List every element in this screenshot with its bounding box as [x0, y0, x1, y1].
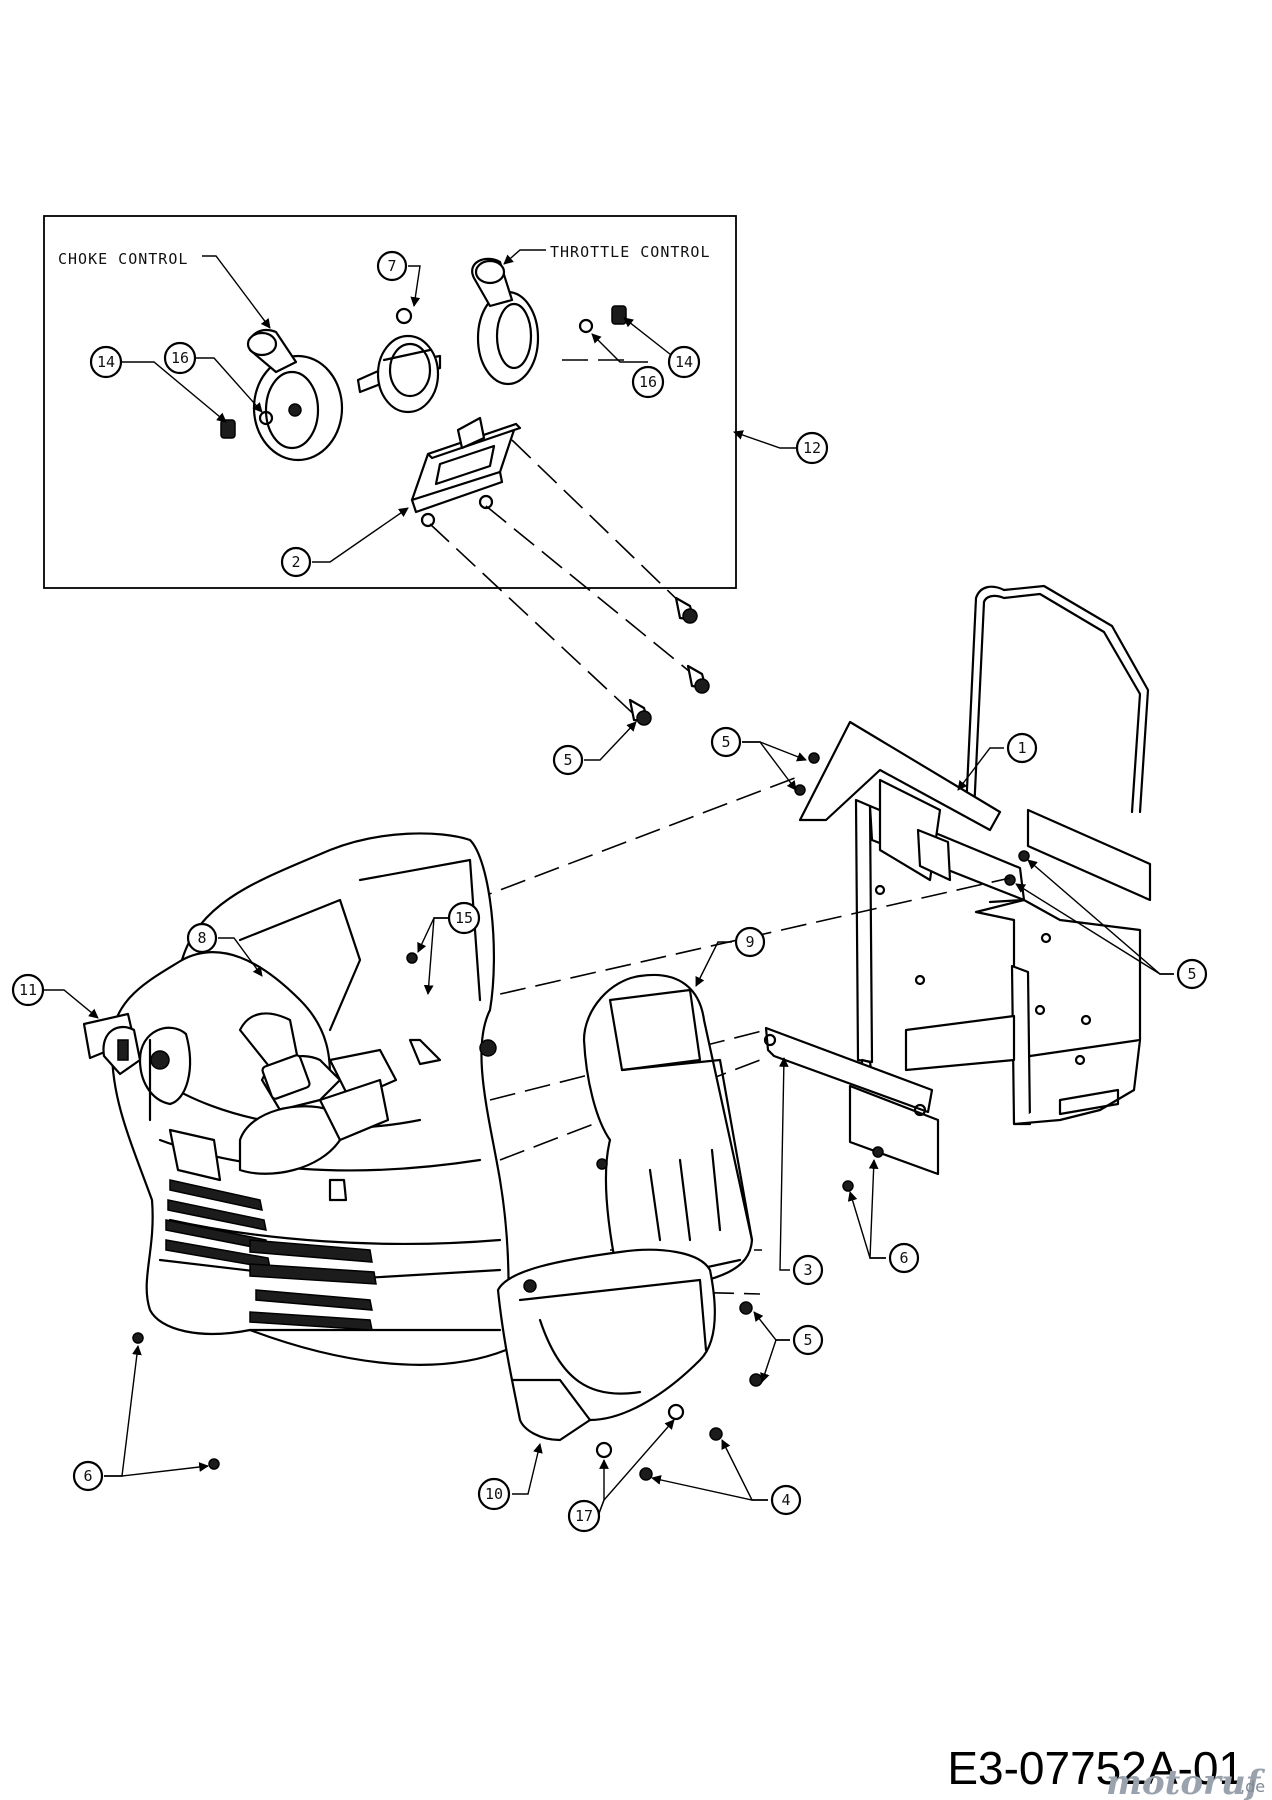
callout-15: 15: [447, 901, 481, 935]
plate-screw-1: [872, 1146, 884, 1158]
svg-text:14: 14: [97, 353, 115, 371]
callout-4: 4: [770, 1484, 802, 1516]
svg-text:17: 17: [575, 1507, 593, 1525]
callout-6-panel: 6: [72, 1460, 104, 1492]
callout-2: 2: [280, 546, 312, 578]
svg-text:6: 6: [899, 1249, 908, 1267]
clip-7: [395, 307, 413, 325]
air-duct-lower: [496, 1248, 716, 1442]
dash-panel: [110, 832, 510, 1366]
callout-8: 8: [186, 922, 218, 954]
screw-4-b: [639, 1467, 653, 1481]
callout-14-left: 14: [89, 345, 123, 379]
svg-text:16: 16: [171, 349, 189, 367]
plate-screw-2: [842, 1180, 854, 1192]
washer-17-a: [667, 1403, 685, 1421]
choke-control-lever: [246, 328, 344, 462]
callout-11: 11: [11, 973, 45, 1007]
svg-text:9: 9: [745, 933, 754, 951]
svg-text:7: 7: [387, 257, 396, 275]
svg-text:5: 5: [803, 1331, 812, 1349]
callout-10: 10: [477, 1477, 511, 1511]
callout-5-top: 5: [552, 744, 584, 776]
callout-17: 17: [567, 1499, 601, 1533]
screw-15: [406, 952, 418, 964]
callout-1: 1: [1006, 732, 1038, 764]
washer-17-b: [595, 1441, 613, 1459]
spring-left: [220, 419, 236, 439]
bolt-upper: [674, 596, 698, 624]
control-assembly-box: [43, 215, 737, 589]
screw-6-b: [208, 1458, 220, 1470]
svg-text:5: 5: [563, 751, 572, 769]
watermark-brand: motoruf: [1106, 1763, 1266, 1800]
svg-text:4: 4: [781, 1491, 790, 1509]
svg-text:15: 15: [455, 909, 473, 927]
callout-9: 9: [734, 926, 766, 958]
svg-text:11: 11: [19, 981, 37, 999]
callout-3: 3: [792, 1254, 824, 1286]
svg-text:5: 5: [721, 733, 730, 751]
watermark-tld: .de: [1240, 1777, 1265, 1796]
throttle-control-lever: [471, 257, 540, 386]
control-bracket: [410, 416, 522, 528]
washer-left: [258, 410, 274, 426]
reference-number: E3-07752A-01: [947, 1742, 1244, 1794]
spring-right: [611, 305, 627, 325]
frame-bolt-2: [794, 784, 806, 796]
throttle-control-label: THROTTLE CONTROL: [550, 243, 711, 261]
washer-right: [578, 318, 594, 334]
svg-text:10: 10: [485, 1485, 503, 1503]
callout-16-right: 16: [631, 365, 665, 399]
screw-6-a: [132, 1332, 144, 1344]
frame-bolt-3: [1018, 850, 1030, 862]
callout-5-frame-left: 5: [710, 726, 742, 758]
screw-5-a: [739, 1301, 753, 1315]
callout-7: 7: [376, 250, 408, 282]
callout-6-plate: 6: [888, 1242, 920, 1274]
svg-text:3: 3: [803, 1261, 812, 1279]
callout-16-left: 16: [163, 341, 197, 375]
lower-plate: [763, 1026, 940, 1176]
svg-text:12: 12: [803, 439, 821, 457]
frame-bolt-1: [808, 752, 820, 764]
frame-bolt-4: [1004, 874, 1016, 886]
ignition-key: [82, 1012, 142, 1076]
screw-4-a: [709, 1427, 723, 1441]
bolt-lower: [628, 698, 652, 726]
callout-12: 12: [795, 431, 829, 465]
callout-5-frame-right: 5: [1176, 958, 1208, 990]
bolt-middle: [686, 664, 710, 694]
callout-14-right: 14: [667, 345, 701, 379]
svg-text:8: 8: [197, 929, 206, 947]
choke-control-label: CHOKE CONTROL: [58, 250, 188, 268]
svg-text:6: 6: [83, 1467, 92, 1485]
callout-5-duct: 5: [792, 1324, 824, 1356]
svg-text:16: 16: [639, 373, 657, 391]
svg-text:5: 5: [1187, 965, 1196, 983]
svg-text:2: 2: [291, 553, 300, 571]
svg-text:1: 1: [1017, 739, 1026, 757]
svg-text:14: 14: [675, 353, 693, 371]
screw-5-b: [749, 1373, 763, 1387]
control-shaft-hub: [356, 334, 442, 414]
air-duct-upper: [582, 973, 754, 1292]
dash-frame: [798, 584, 1152, 1126]
